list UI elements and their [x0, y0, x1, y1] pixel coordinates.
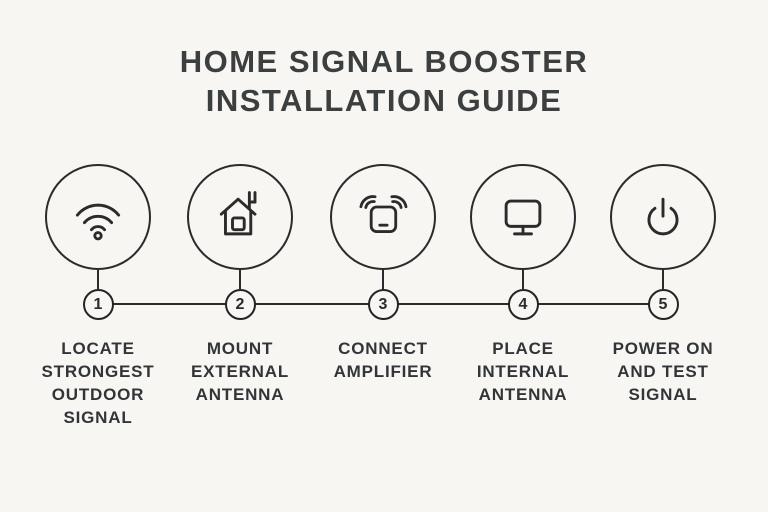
step-1-icon-circle — [45, 164, 151, 270]
step-2-label: MOUNT EXTERNAL ANTENNA — [190, 339, 289, 404]
step-4: 4 PLACE INTERNAL ANTENNA — [453, 164, 593, 406]
step-3-label: CONNECT AMPLIFIER — [333, 339, 433, 381]
title-line-1: HOME SIGNAL BOOSTER — [179, 44, 589, 79]
wifi-signal-icon — [75, 203, 121, 241]
step-5-number-badge: 5 — [647, 289, 679, 320]
step-1-connector — [96, 270, 100, 289]
step-4-label: PLACE INTERNAL ANTENNA — [476, 339, 570, 404]
step-3-connector — [381, 270, 385, 289]
step-4-connector — [521, 270, 525, 289]
step-2-icon-circle — [187, 164, 293, 270]
step-1: 1 LOCATE STRONGEST OUTDOOR SIGNAL — [28, 164, 168, 429]
step-4-icon-circle — [470, 164, 576, 270]
step-4-number-badge: 4 — [507, 289, 539, 320]
step-3-icon-circle — [330, 164, 436, 270]
step-5-icon-circle — [610, 164, 716, 270]
step-5-connector — [661, 270, 665, 289]
step-3: 3 CONNECT AMPLIFIER — [313, 164, 453, 383]
power-button-icon — [647, 197, 679, 236]
page-title: HOME SIGNAL BOOSTER INSTALLATION GUIDE — [0, 42, 768, 120]
step-3-number-badge: 3 — [367, 289, 399, 320]
house-antenna-icon — [219, 191, 257, 236]
title-line-2: INSTALLATION GUIDE — [205, 83, 563, 118]
step-5-label: POWER ON AND TEST SIGNAL — [612, 339, 714, 404]
amplifier-icon — [359, 195, 408, 233]
step-5: 5 POWER ON AND TEST SIGNAL — [593, 164, 733, 406]
step-2-connector — [238, 270, 242, 289]
step-1-label: LOCATE STRONGEST OUTDOOR SIGNAL — [41, 339, 155, 427]
step-1-number-badge: 1 — [82, 289, 114, 320]
step-2: 2 MOUNT EXTERNAL ANTENNA — [170, 164, 310, 406]
step-2-number-badge: 2 — [224, 289, 256, 320]
monitor-icon — [504, 199, 542, 236]
